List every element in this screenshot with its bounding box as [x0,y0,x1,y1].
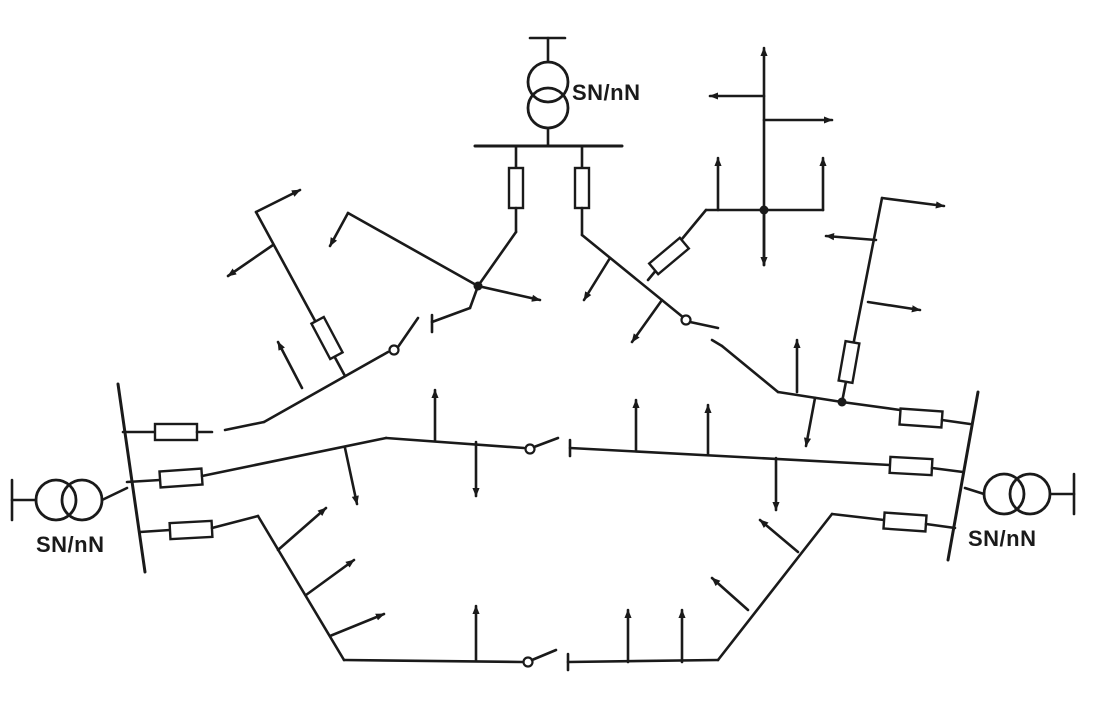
fuse [573,166,591,210]
top-right-tower-branch [646,46,834,282]
top-right-feeder [573,144,844,404]
fuse [168,519,214,541]
feeder-right-upper [803,196,972,448]
fuse [158,467,204,489]
fuse [507,166,525,210]
fuse [898,407,944,429]
left-transformer-label: SN/nN [36,532,105,557]
switch-contact [524,443,536,455]
top-transformer: SN/nN [526,36,641,148]
fuse [882,511,928,533]
right-busbar [946,390,980,562]
fuse [153,422,199,442]
feeder-lower-loop [138,506,957,672]
top-left-feeder [328,144,542,334]
fuse [309,315,345,361]
right-transformer: SN/nN [963,472,1076,551]
top-transformer-label: SN/nN [572,80,641,105]
feeder-middle [125,388,965,512]
fuse [647,236,691,276]
switch-contact [522,656,534,668]
fuse [888,455,934,477]
switch-contact [388,344,400,356]
right-transformer-label: SN/nN [968,526,1037,551]
left-transformer: SN/nN [10,478,129,557]
left-busbar [116,382,147,574]
fuse [837,339,861,385]
feeder-left-upper [121,188,420,442]
switch-contact [680,314,692,326]
